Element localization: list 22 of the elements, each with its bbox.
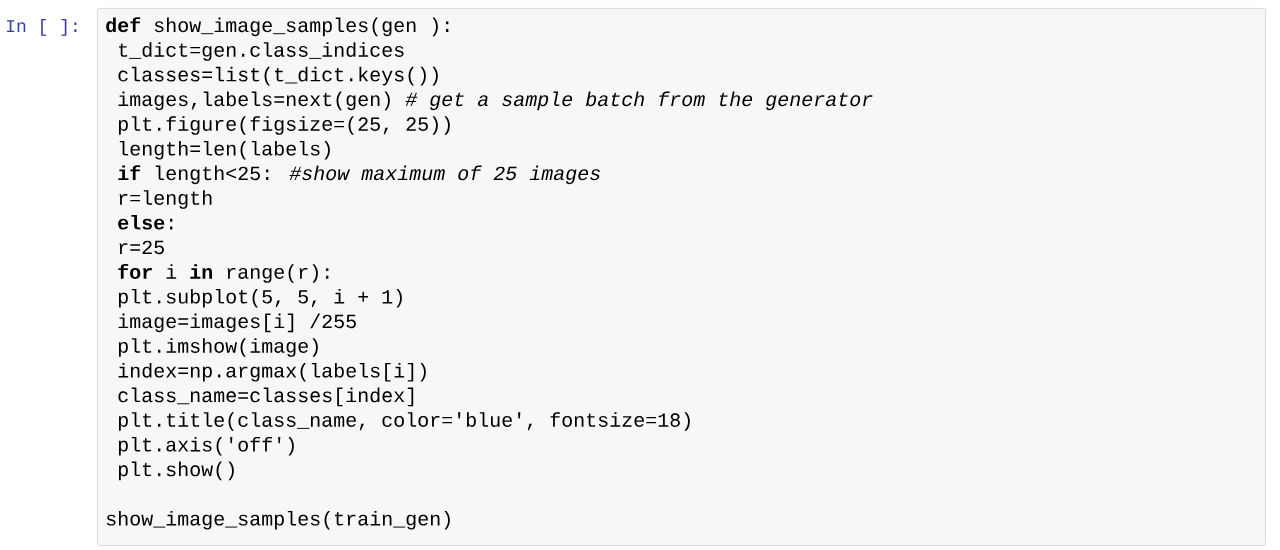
code-line: plt.title(class_name, color='blue', fontsize=18) <box>118 412 690 431</box>
input-prompt: In [ ]: <box>7 18 77 36</box>
code-line: classes=list(t_dict.keys()) <box>118 66 438 86</box>
code-line: class_name=classes[index] <box>118 387 414 407</box>
code-line: plt.axis('off') <box>118 436 294 456</box>
code-line: plt.imshow(image) <box>118 338 318 357</box>
code-line: plt.figure(figsize=(25, 25)) <box>118 116 450 135</box>
code-line: if length<25: #show maximum of 25 images <box>118 165 600 185</box>
code-line: r=length <box>119 190 212 209</box>
code-line: index=np.argmax(labels[i]) <box>118 362 426 382</box>
code-line: def show_image_samples(gen ): <box>106 17 449 37</box>
code-cell <box>97 8 1266 546</box>
code-line: for i in range(r): <box>118 263 329 283</box>
code-line: else: <box>118 214 173 230</box>
code-line: t_dict=gen.class_indices <box>119 42 404 61</box>
code-line: plt.show() <box>118 461 234 481</box>
code-line: plt.subplot(5, 5, i + 1) <box>118 288 402 308</box>
code-line: length=len(labels) <box>119 140 330 160</box>
code-line: show_image_samples(train_gen) <box>106 510 450 530</box>
code-line: r=25 <box>119 240 164 255</box>
code-line: image=images[i] /255 <box>118 313 356 333</box>
code-line: images,labels=next(gen) # get a sample batch from the generator <box>118 91 873 111</box>
